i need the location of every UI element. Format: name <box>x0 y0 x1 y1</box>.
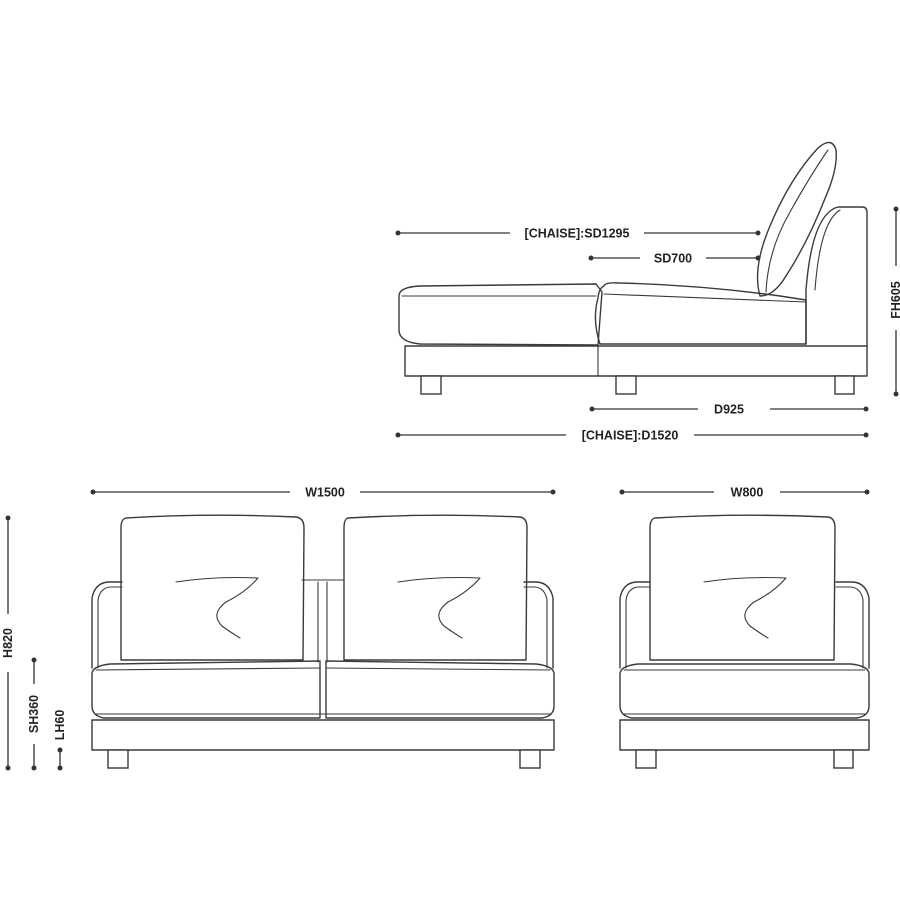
width-two-seat-label: W1500 <box>305 486 345 500</box>
seat-depth-label: SD700 <box>654 252 692 266</box>
side-dimensions: [CHAISE]:SD1295 SD700 FH605 D925 [CHAISE… <box>395 206 900 443</box>
width-one-seat-label: W800 <box>731 486 764 500</box>
front-dimensions: W1500 W800 H820 SH360 LH60 <box>1 486 870 771</box>
leg-height-label: LH60 <box>53 710 67 741</box>
depth-label: D925 <box>714 403 744 417</box>
chaise-depth-label: [CHAISE]:D1520 <box>582 429 679 443</box>
frame-height-label: FH605 <box>889 281 900 319</box>
chaise-seat-depth-label: [CHAISE]:SD1295 <box>525 227 630 241</box>
height-label: H820 <box>1 628 15 658</box>
front-view-two-seat <box>91 514 555 769</box>
seat-height-label: SH360 <box>27 695 41 733</box>
front-view-one-seat <box>619 514 870 769</box>
side-view <box>398 141 868 395</box>
